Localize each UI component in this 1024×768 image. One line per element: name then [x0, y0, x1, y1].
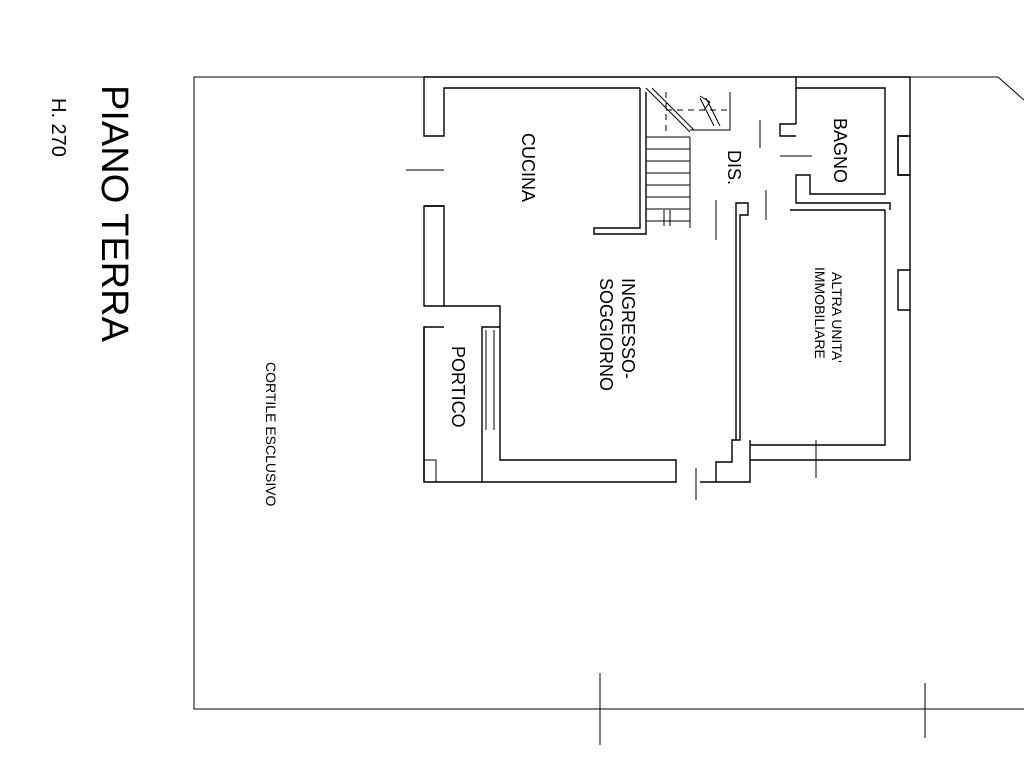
building-walls	[423, 76, 911, 483]
room-label-ingresso-2: SOGGIORNO	[596, 278, 616, 391]
room-label-ingresso-1: INGRESSO-	[618, 278, 638, 379]
plan-title: PIANO TERRA	[93, 85, 135, 343]
room-label-bagno: BAGNO	[830, 118, 850, 183]
room-label-portico: PORTICO	[448, 346, 468, 428]
door-marks	[485, 120, 812, 430]
staircase	[593, 87, 731, 235]
room-label-cortile: CORTILE ESCLUSIVO	[263, 362, 279, 507]
room-label-dis: DIS.	[724, 150, 744, 185]
room-label-altra-2: IMMOBILIARE	[812, 267, 828, 359]
height-label: H. 270	[47, 98, 69, 157]
room-label-altra-1: ALTRA UNITA'	[829, 272, 845, 363]
lot-boundary	[193, 76, 1024, 710]
wall-markers	[406, 169, 926, 745]
room-label-cucina: CUCINA	[518, 133, 538, 202]
